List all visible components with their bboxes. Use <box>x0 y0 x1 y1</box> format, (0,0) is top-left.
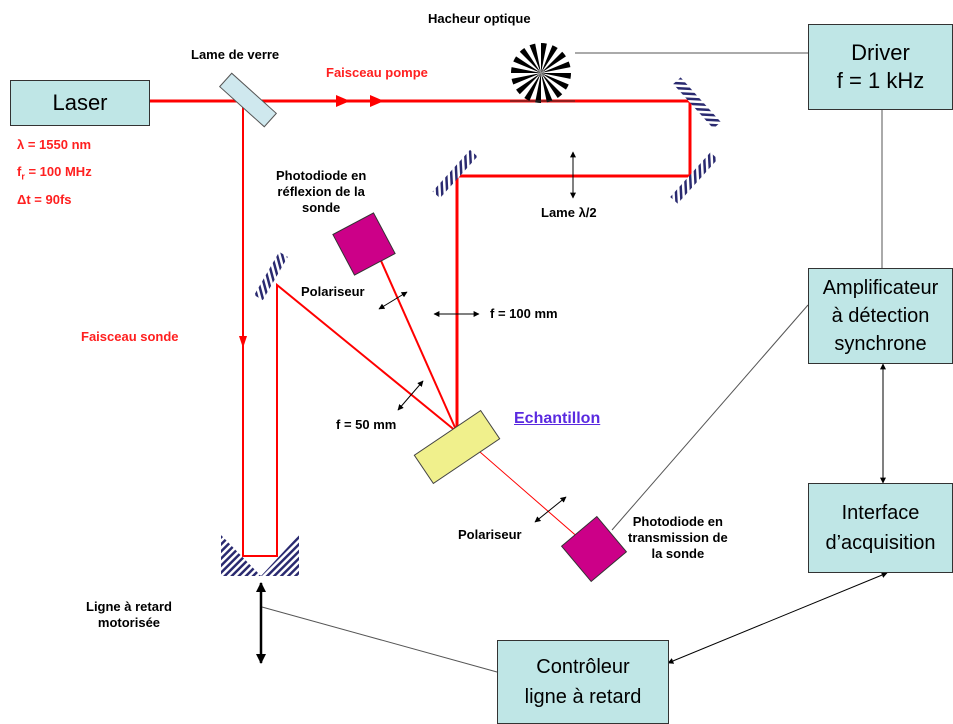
lens-50mm-arrow <box>397 380 424 411</box>
driver-label: Driver <box>851 40 910 65</box>
chopper-blade <box>519 48 541 73</box>
pump-direction-arrow-2 <box>370 95 384 107</box>
chopper-blade <box>535 73 541 103</box>
laser-pulse-duration: Δt = 90fs <box>17 192 72 207</box>
laser-box: Laser <box>10 80 150 126</box>
chopper-blade <box>541 61 571 73</box>
delay-controller-box: Contrôleur ligne à retard <box>497 640 669 724</box>
photodiode-reflection <box>332 212 396 276</box>
lock-in-amplifier-box: Amplificateur à détection synchrone <box>808 268 953 364</box>
chopper-blade <box>541 45 558 73</box>
probe-beam <box>242 101 458 557</box>
chopper-blade <box>513 56 541 73</box>
mirror-probe-fold <box>254 251 288 301</box>
photodiode-transmission <box>560 515 628 583</box>
delay-line-line1: Ligne à retard <box>86 599 172 614</box>
laser-wavelength: λ = 1550 nm <box>17 137 92 152</box>
chopper-blade <box>541 43 547 73</box>
rep-rate-value: = 100 MHz <box>24 164 92 179</box>
chopper-blade <box>541 73 563 98</box>
interface-controller-arrow <box>667 572 888 664</box>
amplifier-label-line2: à détection <box>831 305 930 327</box>
chopper-blade <box>541 73 553 103</box>
amplifier-label-line3: synchrone <box>834 333 927 355</box>
glass-plate <box>218 72 278 128</box>
chopper-blade <box>511 67 541 73</box>
transmission-photodiode-line2: transmission de <box>628 530 728 545</box>
driver-box: Driver f = 1 kHz <box>808 24 953 110</box>
transmission-photodiode-line3: la sonde <box>651 546 705 561</box>
polariser-transmission-arrow <box>534 496 567 523</box>
lens-50mm-label: f = 50 mm <box>336 417 397 432</box>
rep-rate-symbol: f <box>17 164 22 179</box>
delay-line-label: Ligne à retard motorisée <box>86 599 172 631</box>
reflection-photodiode-line3: sonde <box>301 200 341 215</box>
reflection-photodiode-line1: Photodiode en <box>276 168 367 183</box>
delay-line-right-prism <box>261 535 299 576</box>
chopper-blade <box>541 73 569 90</box>
chopper-label: Hacheur optique <box>428 11 531 26</box>
chopper-blade <box>541 73 571 79</box>
chopper-blade <box>541 51 566 73</box>
driver-frequency: f = 1 kHz <box>836 68 925 93</box>
glass-plate-label: Lame de verre <box>191 47 280 62</box>
photodiode-amplifier-wire <box>611 304 809 531</box>
polariser-reflection-label: Polariseur <box>301 284 365 299</box>
reflection-photodiode-line2: réflexion de la <box>277 184 365 199</box>
reflection-photodiode-label: Photodiode en réflexion de la sonde <box>276 168 366 216</box>
laser-label: Laser <box>52 90 108 115</box>
probe-beam-label: Faisceau sonde <box>81 329 179 344</box>
mirror-right-lower <box>670 152 718 204</box>
mirror-center <box>432 149 478 199</box>
controller-label-line2: ligne à retard <box>524 686 642 708</box>
amplifier-label-line1: Amplificateur <box>822 277 939 299</box>
optical-chopper-icon <box>511 43 571 103</box>
mirror-top-right <box>673 77 721 129</box>
pump-beam <box>150 99 692 432</box>
delay-line-line2: motorisée <box>97 615 161 630</box>
probe-direction-arrow <box>239 336 247 348</box>
chopper-blade <box>524 73 541 101</box>
chopper-blade <box>516 73 541 95</box>
lens-100mm-label: f = 100 mm <box>490 306 558 321</box>
rep-rate-subscript: r <box>21 171 25 182</box>
signal-wires <box>261 52 883 673</box>
acquisition-interface-box: Interface d’acquisition <box>808 483 953 573</box>
interface-label-line1: Interface <box>841 502 920 524</box>
delay-line-left-prism <box>221 535 261 576</box>
sample-label: Echantillon <box>514 410 601 427</box>
sample <box>413 409 501 485</box>
chopper-blade <box>529 43 541 73</box>
interface-label-line2: d’acquisition <box>825 532 936 554</box>
polariser-transmission-label: Polariseur <box>458 527 522 542</box>
pump-direction-arrow <box>336 95 350 107</box>
polariser-reflection-arrow <box>378 291 408 310</box>
half-wave-plate-label: Lame λ/2 <box>541 205 597 220</box>
pump-beam-label: Faisceau pompe <box>326 65 428 80</box>
chopper-blade <box>511 73 541 85</box>
laser-repetition-rate: fr = 100 MHz <box>17 164 92 182</box>
transmission-photodiode-line1: Photodiode en <box>632 514 723 529</box>
controller-label-line1: Contrôleur <box>536 656 630 678</box>
transmission-photodiode-label: Photodiode en transmission de la sonde <box>628 514 728 562</box>
delay-controller-wire <box>261 606 498 673</box>
